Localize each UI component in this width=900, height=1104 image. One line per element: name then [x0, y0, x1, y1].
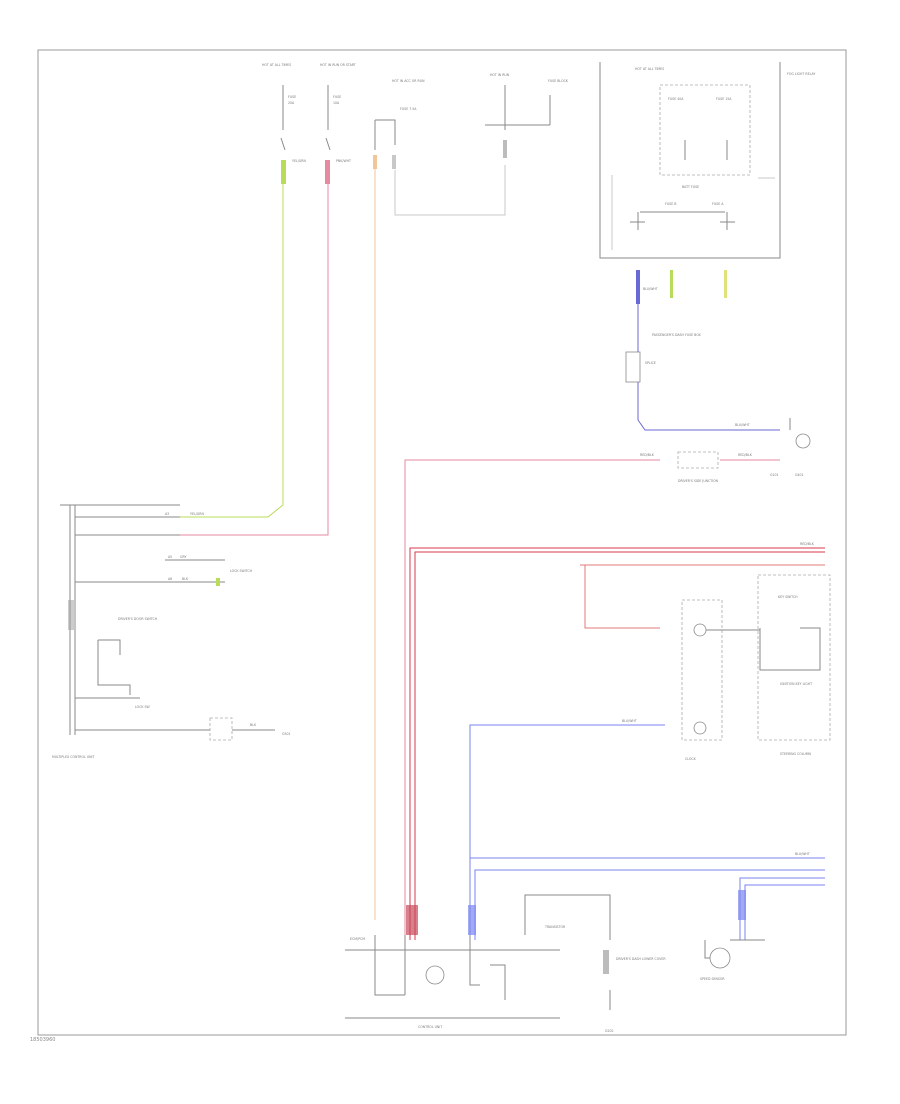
- steering-column-dash-box: [757, 574, 831, 741]
- pink-conn-label: DRIVER'S SIDE JUNCTION: [678, 479, 719, 483]
- wire-label: RED/BLK: [640, 453, 655, 457]
- fuse-yellow-green: FUSE 20A YEL/GRN: [280, 85, 306, 184]
- svg-text:10A: 10A: [333, 101, 340, 105]
- svg-text:FUSE 40A: FUSE 40A: [668, 97, 684, 101]
- svg-text:FUSE: FUSE: [288, 95, 296, 99]
- ground-1-label: G401: [795, 473, 804, 477]
- top-fuse-5-label: FUSE BLOCK: [548, 79, 569, 83]
- left-ground-label: G501: [282, 732, 291, 736]
- wire-label: RED/BLK: [738, 453, 753, 457]
- svg-text:20A: 20A: [288, 101, 295, 105]
- wire-label: YEL/GRN: [190, 512, 204, 516]
- fuse-a-label: FUSE A: [712, 202, 724, 206]
- left-conn-label: LOCK SWITCH: [230, 569, 253, 573]
- diagram-frame: [37, 49, 847, 1036]
- right-block-label: STEERING COLUMN: [780, 752, 811, 756]
- driver-junction-box: [677, 451, 719, 469]
- ground-2-label: G101: [770, 473, 779, 477]
- right-a-label: KEY SWITCH: [778, 595, 798, 599]
- ignition-light-icon: [693, 623, 707, 637]
- bottom-transistor-label: TRANSISTOR: [544, 925, 566, 929]
- bottom-left-label: ECM/PCM: [350, 937, 365, 941]
- wire-label: RED/BLK: [800, 542, 815, 546]
- steering-column-block: STEERING COLUMN KEY SWITCH IGNITION KEY …: [681, 574, 831, 761]
- connector-pass-label: PASSENGER'S DASH FUSE BOX: [652, 333, 702, 337]
- fuse-b-label: FUSE B: [665, 202, 676, 206]
- wire-label: PNK/WHT: [336, 159, 351, 163]
- fuse-pink: FUSE 10A PNK/WHT: [325, 85, 351, 184]
- wire-pink: [180, 184, 329, 536]
- svg-text:A6: A6: [168, 577, 172, 581]
- control-unit-icon: [425, 965, 445, 985]
- svg-text:FUSE 15A: FUSE 15A: [716, 97, 732, 101]
- svg-text:SPLICE: SPLICE: [645, 361, 656, 365]
- left-block-label: MULTIPLEX CONTROL UNIT: [52, 755, 94, 759]
- wire-label: YEL/GRN: [292, 159, 306, 163]
- right-b-label: IGNITION KEY LIGHT: [780, 682, 812, 686]
- wire-label: BLU/WHT: [643, 287, 658, 291]
- batt-fuse-label: BATT FUSE: [682, 185, 699, 189]
- wire-label: BLU/WHT: [795, 852, 810, 856]
- clock-icon: [693, 721, 707, 735]
- wire-label: BLU/WHT: [735, 423, 750, 427]
- blue-circuit: BLU/WHT BLU/WHT: [468, 719, 825, 940]
- bottom-mid-label: DRIVER'S DASH LOWER COVER: [616, 957, 666, 961]
- top-fuse-3-label: HOT IN ACC OR RUN: [392, 79, 425, 83]
- multiplex-control-unit: A3 YEL/GRN A5 GRY A6 BLK LOCK SWITCH DRI…: [52, 504, 291, 759]
- red-circuit-upper: RED/BLK RED/BLK DRIVER'S SIDE JUNCTION G…: [404, 451, 780, 940]
- wire-label: BLK: [182, 577, 189, 581]
- wire-label: BLU/WHT: [622, 719, 637, 723]
- svg-text:A5: A5: [168, 555, 172, 559]
- ground-symbol: [795, 433, 811, 449]
- blue-purple-circuit: BLU/WHT PASSENGER'S DASH FUSE BOX SPLICE…: [625, 270, 811, 477]
- speed-sensor-icon: [709, 947, 731, 969]
- svg-text:FUSE: FUSE: [333, 95, 341, 99]
- bottom-control-unit: TRANSISTOR CONTROL UNIT DRIVER'S DASH LO…: [345, 894, 765, 1033]
- underhood-fuse-box: HOT AT ALL TIMES FUSE 40A FUSE 15A BATT …: [599, 62, 815, 259]
- fuse-4: [485, 85, 551, 158]
- top-fuse-labels: HOT AT ALL TIMES HOT IN RUN OR START HOT…: [262, 63, 569, 83]
- red-bundle: RED/BLK: [406, 542, 825, 940]
- bottom-module-label: CONTROL UNIT: [418, 1025, 442, 1029]
- top-fuse-4-label: HOT IN RUN: [490, 73, 510, 77]
- top-fuse-1-label: HOT AT ALL TIMES: [262, 63, 291, 67]
- top-right-hot-label: HOT AT ALL TIMES: [635, 67, 664, 71]
- fuse-orange: FUSE 7.5A: [373, 107, 506, 216]
- svg-text:FUSE 7.5A: FUSE 7.5A: [400, 107, 417, 111]
- left-sw-label: DRIVER'S DOOR SWITCH: [118, 617, 158, 621]
- footer-code: 18503960: [30, 1037, 56, 1043]
- right-c-label: CLOCK: [685, 757, 697, 761]
- wire-yellow-green: [180, 184, 284, 518]
- bottom-mid-ground-label: G202: [605, 1029, 614, 1033]
- wire-label: GRY: [180, 555, 186, 559]
- svg-text:LOCK SW: LOCK SW: [135, 705, 151, 709]
- key-switch-box: [681, 599, 723, 741]
- top-right-side-label: FOG LIGHT RELAY: [787, 72, 815, 76]
- bottom-right-label: SPEED SENSOR: [700, 977, 725, 981]
- top-fuse-2-label: HOT IN RUN OR START: [320, 63, 356, 67]
- svg-text:A3: A3: [165, 512, 169, 516]
- connector-box: [625, 351, 641, 383]
- wire-label: BLK: [250, 723, 257, 727]
- left-ground-connector: [209, 717, 233, 741]
